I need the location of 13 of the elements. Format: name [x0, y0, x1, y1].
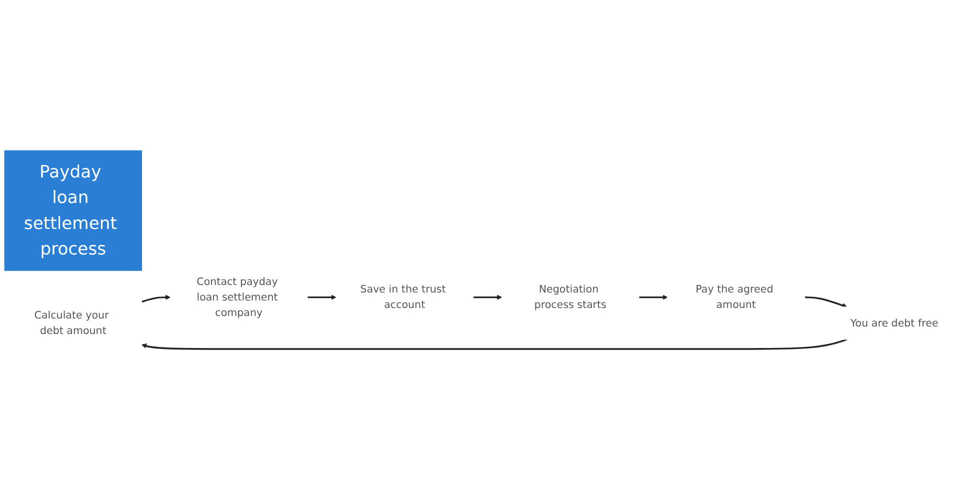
arrow: [141, 295, 171, 303]
node-text: Negotiation process starts: [534, 284, 606, 312]
arrow: [804, 296, 848, 308]
arrow: [638, 295, 668, 300]
arrow: [473, 295, 502, 300]
node-text: You are debt free: [850, 317, 938, 330]
node-text: Pay the agreed amount: [696, 284, 774, 312]
node-text: Contact payday loan settlement company: [196, 276, 278, 319]
arrow: [307, 295, 336, 300]
node-text: Save in the trust account: [360, 284, 446, 312]
node-text: Calculate your debt amount: [34, 310, 109, 338]
arrow: [142, 338, 848, 350]
node-box: Payday loan settlement process: [4, 150, 142, 272]
